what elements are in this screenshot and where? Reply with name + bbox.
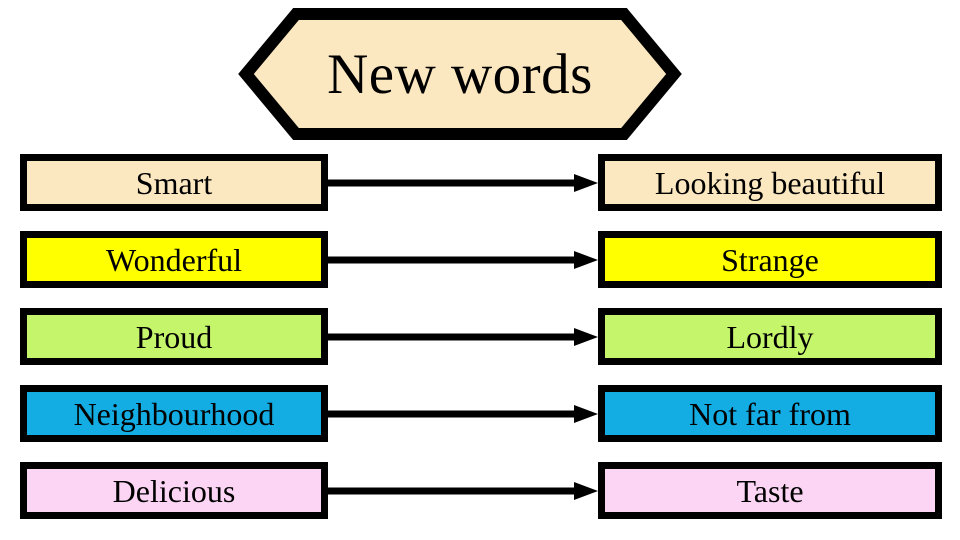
word-label: Proud [135,318,213,355]
word-box[interactable]: Delicious [20,462,328,519]
word-label: Smart [135,164,213,201]
hexagon-shape-icon [238,8,682,140]
word-pair-row: Smart Looking beautiful [0,154,960,211]
arrow-right-icon [328,173,598,193]
word-box[interactable]: Neighbourhood [20,385,328,442]
meaning-label: Not far from [689,395,851,432]
meaning-box[interactable]: Lordly [598,308,942,365]
word-pair-list: Smart Looking beautiful Wonderful [0,154,960,519]
word-pair-row: Neighbourhood Not far from [0,385,960,442]
meaning-label: Looking beautiful [654,164,886,201]
word-label: Wonderful [105,241,243,278]
arrow-right-icon [328,250,598,270]
arrow-right-icon [328,327,598,347]
word-pair-row: Delicious Taste [0,462,960,519]
word-label: Neighbourhood [73,395,275,432]
meaning-box[interactable]: Looking beautiful [598,154,942,211]
meaning-box[interactable]: Strange [598,231,942,288]
arrow-right-icon [328,481,598,501]
page-title: New words [327,42,593,106]
meaning-label: Lordly [726,318,814,355]
meaning-label: Strange [721,241,819,278]
meaning-label: Taste [736,472,804,509]
word-label: Delicious [112,472,236,509]
meaning-box[interactable]: Not far from [598,385,942,442]
meaning-box[interactable]: Taste [598,462,942,519]
title-banner: New words [180,8,740,140]
word-pair-row: Wonderful Strange [0,231,960,288]
arrow-right-icon [328,404,598,424]
word-pair-row: Proud Lordly [0,308,960,365]
word-box[interactable]: Smart [20,154,328,211]
word-box[interactable]: Wonderful [20,231,328,288]
word-box[interactable]: Proud [20,308,328,365]
